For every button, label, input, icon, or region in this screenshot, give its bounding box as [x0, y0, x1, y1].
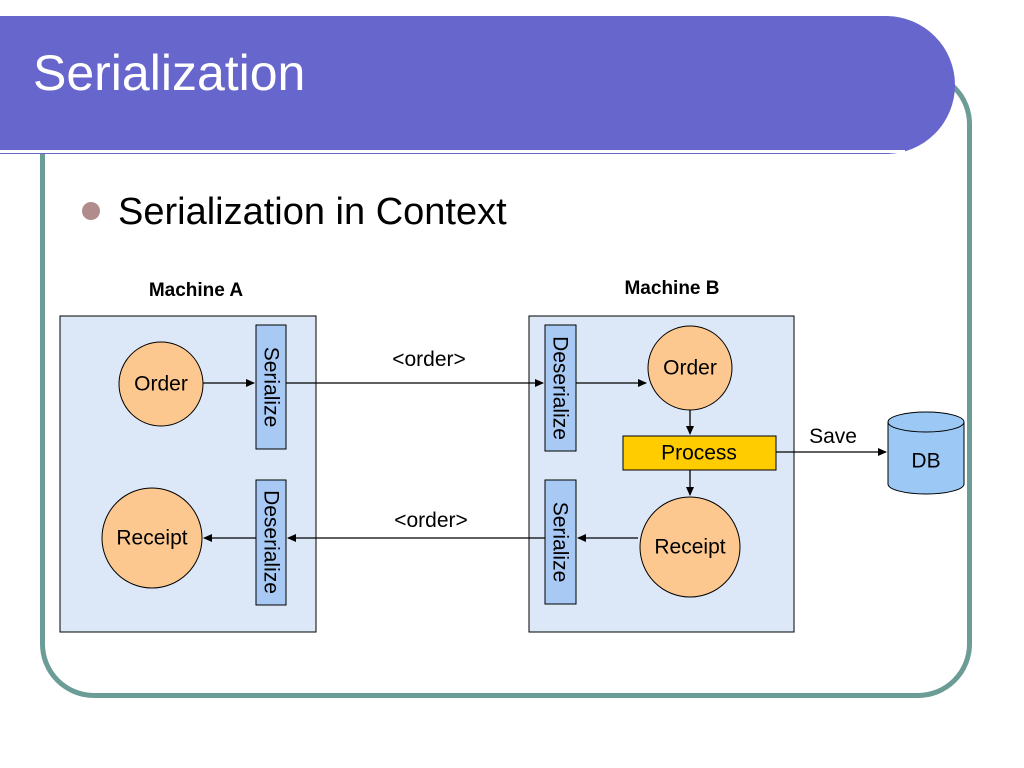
- slide-title: Serialization: [33, 45, 306, 101]
- machine-a-receipt-label: Receipt: [116, 527, 187, 550]
- title-underline: [0, 150, 905, 153]
- bullet-text: Serialization in Context: [118, 191, 507, 233]
- machine-b-deserialize-label: Deserialize: [549, 336, 572, 440]
- machine-a-serialize-box: [255, 324, 287, 450]
- machine-a-serialize-label: Serialize: [260, 347, 283, 428]
- process-label: Process: [661, 442, 737, 465]
- machine-b-serialize-box: [544, 479, 577, 605]
- save-label: Save: [809, 425, 857, 448]
- machine-a-deserialize-box: [255, 479, 287, 606]
- machine-b-order-label: Order: [663, 357, 717, 380]
- machine-b-serialize-label: Serialize: [549, 502, 572, 583]
- process-box: [622, 435, 777, 471]
- machine-b-receipt-circle: [639, 496, 741, 598]
- machine-a-deserialize-label: Deserialize: [260, 490, 283, 594]
- db-cylinder-top: [887, 411, 965, 433]
- machine-b-receipt-label: Receipt: [654, 536, 725, 559]
- machine-b-label: Machine B: [624, 278, 719, 299]
- machine-a-receipt-circle: [101, 487, 203, 589]
- machine-b-deserialize-box: [544, 324, 577, 452]
- bullet-icon: [82, 202, 100, 220]
- outgoing-message-label: <order>: [392, 348, 466, 371]
- db-label: DB: [911, 450, 940, 473]
- machine-a-label: Machine A: [149, 280, 244, 301]
- title-bar: [0, 16, 955, 154]
- incoming-message-label: <order>: [394, 509, 468, 532]
- db-cylinder: [887, 422, 965, 495]
- machine-a-order-label: Order: [134, 373, 188, 396]
- machine-a-order-circle: [118, 341, 204, 427]
